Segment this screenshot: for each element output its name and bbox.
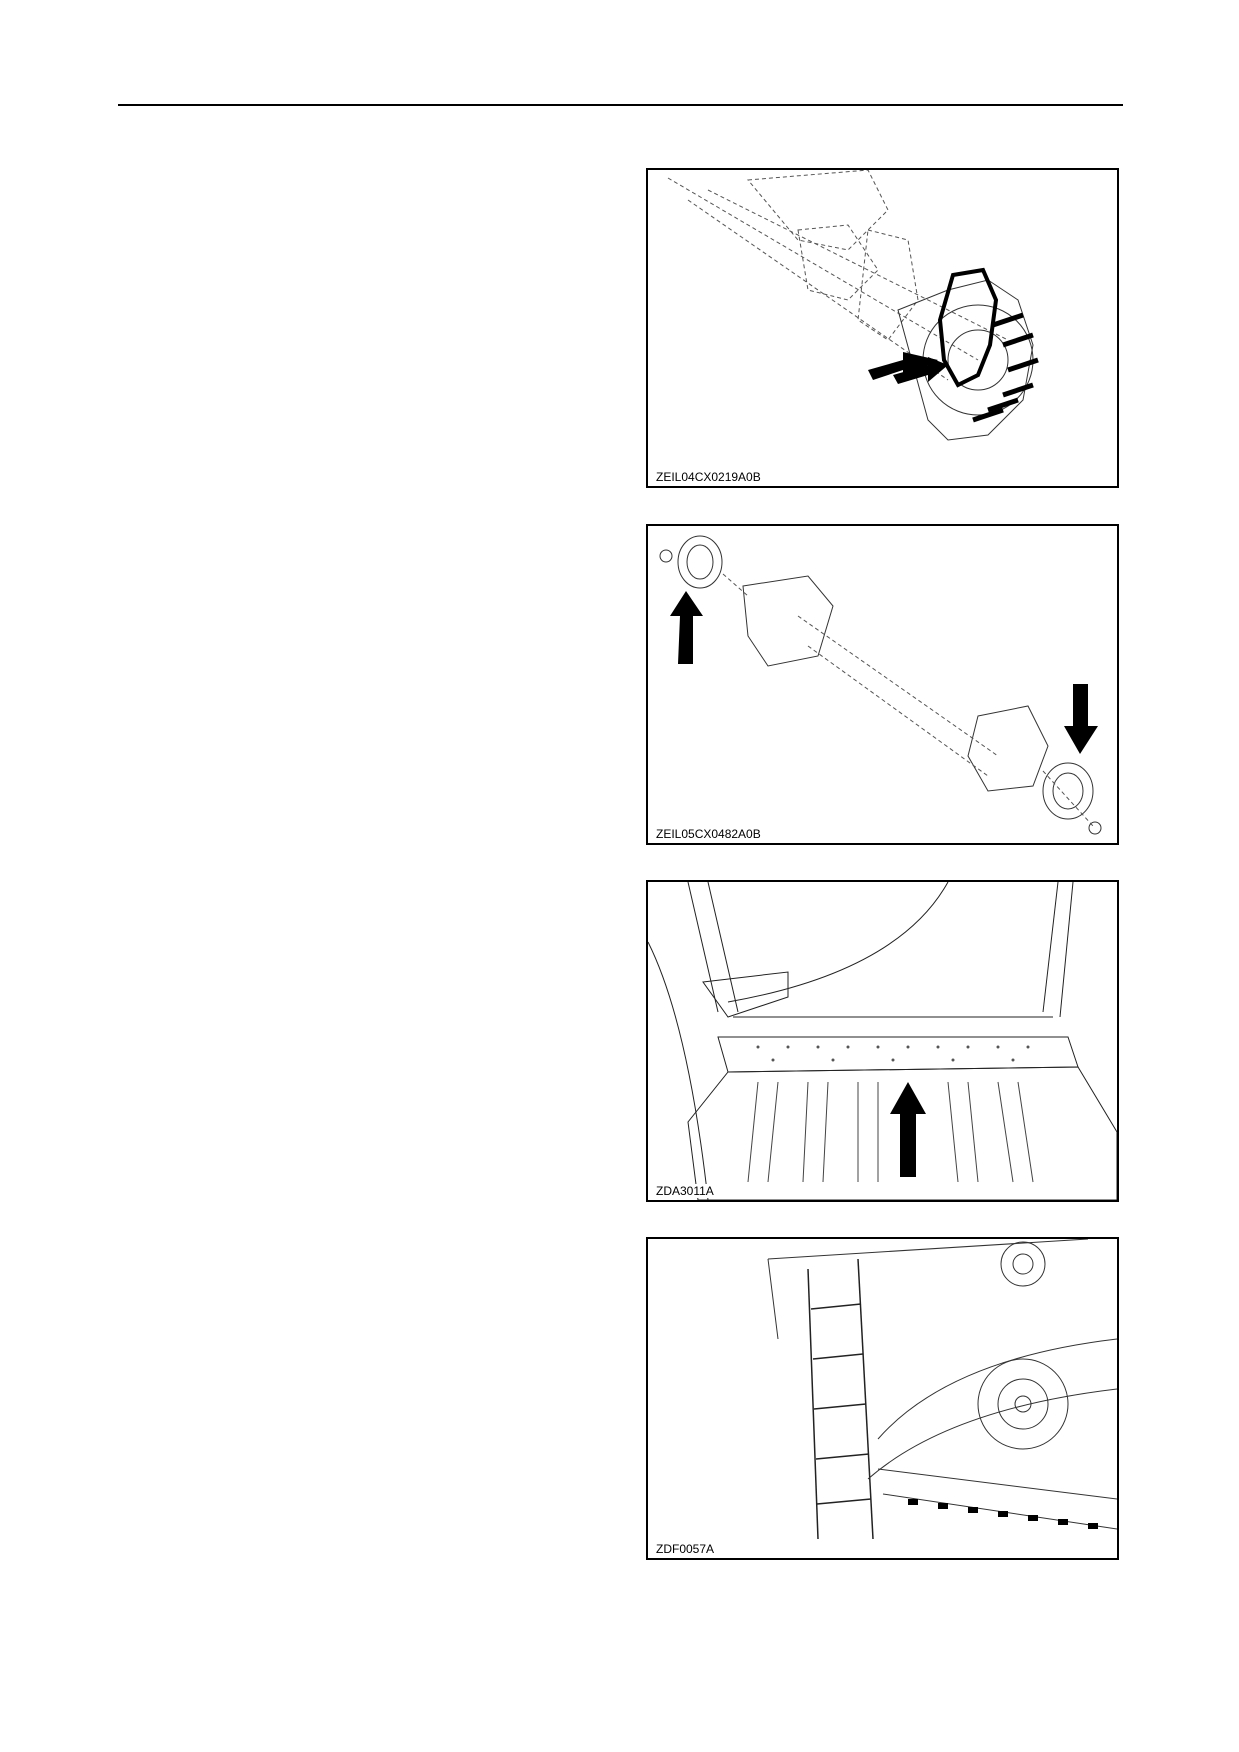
figure-2: ZEIL05CX0482A0B <box>646 524 1119 845</box>
axle-hub-gasket-illustration <box>667 170 1039 441</box>
figure-3-caption: ZDA3011A <box>654 1184 716 1198</box>
figure-1-caption: ZEIL04CX0219A0B <box>654 470 763 484</box>
axle-seals-illustration <box>659 535 1102 835</box>
figure-4: ZDF0057A <box>646 1237 1119 1560</box>
header-rule <box>118 104 1123 106</box>
cab-floor-illustration <box>648 882 1117 1200</box>
ladder-track-illustration <box>767 1239 1117 1540</box>
figure-2-caption: ZEIL05CX0482A0B <box>654 827 763 841</box>
figure-3: ZDA3011A <box>646 880 1119 1202</box>
figure-4-caption: ZDF0057A <box>654 1542 717 1556</box>
figure-1: ZEIL04CX0219A0B <box>646 168 1119 488</box>
